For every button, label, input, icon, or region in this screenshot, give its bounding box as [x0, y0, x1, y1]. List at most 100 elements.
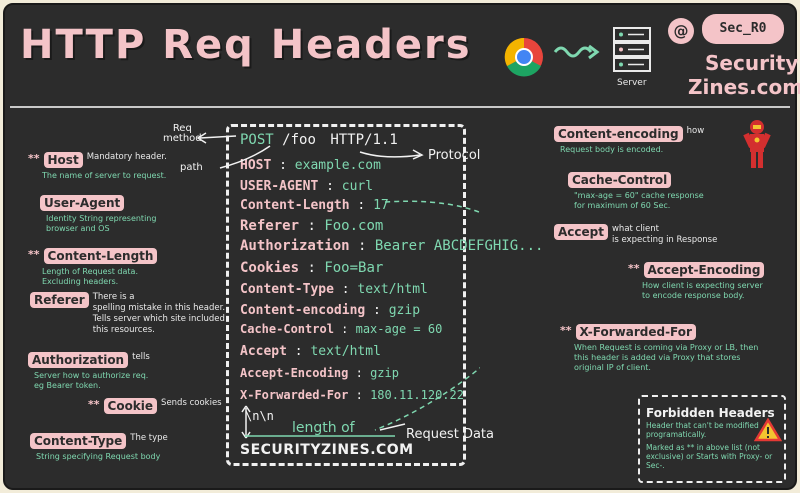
- forbidden-star: **: [88, 398, 100, 411]
- header-separator: :: [286, 344, 311, 359]
- note-description: Identity String representing browser and…: [46, 214, 157, 233]
- brand-line2: Zines.com: [688, 75, 800, 99]
- header-key: Content-encoding: [240, 303, 366, 318]
- note-description: String specifying Request body: [36, 452, 161, 461]
- note-inline-text: There is a spelling mistake in this head…: [92, 292, 226, 335]
- note-description: How client is expecting server to encode…: [642, 281, 763, 300]
- header-value: Bearer ABCDEFGHIG...: [374, 238, 544, 254]
- watermark: SECURITYZINES.COM: [240, 442, 414, 458]
- header-key: Content-Length: [240, 198, 350, 213]
- header-separator: :: [271, 158, 295, 173]
- note-description: The name of server to request.: [42, 171, 167, 180]
- header-line: Accept-Encoding : gzip: [240, 366, 399, 380]
- note-inline-text: Mandatory header.: [86, 152, 167, 162]
- handle-badge: Sec_R0: [702, 14, 784, 44]
- request-method: POST: [240, 132, 274, 148]
- body-label: length of: [292, 420, 355, 436]
- note-item: Cache-Control "max-age = 60" cache respon…: [568, 172, 704, 211]
- header-value: 180.11.120.22: [370, 388, 464, 402]
- brand-line1: Security: [705, 51, 799, 75]
- forbidden-title: Forbidden Headers: [646, 406, 775, 420]
- note-description: "max-age = 60" cache response for maximu…: [574, 191, 704, 210]
- note-label: Accept: [554, 224, 608, 240]
- note-description: When Request is coming via Proxy or LB, …: [574, 343, 759, 372]
- header-separator: :: [299, 260, 325, 276]
- forbidden-line2: Marked as ** in above list (not exclusiv…: [646, 443, 773, 470]
- header-separator: :: [318, 179, 342, 194]
- header-value: example.com: [294, 158, 381, 173]
- header-line: USER-AGENT : curl: [240, 179, 373, 194]
- forbidden-headers-box: [638, 395, 786, 483]
- header-line: HOST : example.com: [240, 158, 381, 173]
- note-label: User-Agent: [40, 195, 125, 211]
- header-line: Content-encoding : gzip: [240, 303, 420, 318]
- note-description: Length of Request data. Excluding header…: [42, 267, 138, 286]
- header-key: Cache-Control: [240, 322, 334, 336]
- newline-marker: \n\n: [245, 409, 274, 423]
- header-separator: :: [333, 322, 356, 336]
- note-label: Content-Type: [30, 433, 127, 449]
- header-key: Accept-Encoding: [240, 366, 349, 380]
- server-icon: [613, 27, 651, 72]
- header-line: Cache-Control : max-age = 60: [240, 322, 442, 336]
- page-title: HTTP Req Headers: [20, 22, 472, 68]
- header-line: Content-Type : text/html: [240, 282, 428, 297]
- header-value: Foo.com: [324, 218, 384, 234]
- forbidden-star: **: [28, 152, 40, 165]
- header-value: text/html: [357, 282, 428, 297]
- header-value: Foo=Bar: [324, 260, 384, 276]
- callout-protocol: Protocol: [428, 148, 481, 163]
- request-line: POST /foo HTTP/1.1: [240, 132, 398, 148]
- header-key: Content-Type: [240, 282, 334, 297]
- note-label: Referer: [30, 292, 89, 308]
- note-label: Cache-Control: [568, 172, 672, 188]
- header-line: X-Forwarded-For : 180.11.120.22: [240, 388, 464, 402]
- forbidden-star: **: [560, 324, 572, 337]
- callout-request-data: Request Data: [406, 427, 494, 442]
- superhero-doodle-icon: [743, 120, 771, 168]
- header-line: Accept : text/html: [240, 344, 381, 359]
- note-description: Server how to authorize req. eg Bearer t…: [34, 371, 149, 390]
- forbidden-star: **: [28, 248, 40, 261]
- header-divider: [10, 106, 790, 108]
- callout-arrows: [196, 132, 480, 439]
- header-separator: :: [348, 366, 371, 380]
- note-inline-text: tells: [132, 352, 150, 362]
- header-key: X-Forwarded-For: [240, 388, 349, 402]
- note-label: Authorization: [28, 352, 129, 368]
- note-inline-text: how: [686, 126, 705, 136]
- at-badge: @: [668, 18, 694, 44]
- header-value: gzip: [388, 303, 421, 318]
- header-value: curl: [341, 179, 374, 194]
- request-path: /foo: [282, 132, 316, 148]
- header-separator: :: [349, 238, 375, 254]
- header-value: gzip: [370, 366, 399, 380]
- note-label: Content-Length: [43, 248, 158, 264]
- note-inline-text: The type: [130, 433, 168, 443]
- note-label: Host: [43, 152, 83, 168]
- header-value: 17: [373, 198, 389, 213]
- header-separator: :: [299, 218, 325, 234]
- header-key: Authorization: [240, 238, 350, 254]
- header-line: Content-Length : 17: [240, 198, 389, 213]
- header-key: Referer: [240, 218, 300, 234]
- chrome-browser-icon: [504, 37, 543, 77]
- header-value: max-age = 60: [355, 322, 443, 336]
- header-separator: :: [349, 198, 374, 213]
- note-label: Cookie: [103, 398, 158, 414]
- note-label: Content-encoding: [554, 126, 683, 142]
- request-box: [226, 124, 466, 466]
- request-protocol: HTTP/1.1: [330, 132, 398, 148]
- header-key: Cookies: [240, 260, 300, 276]
- header-line: Referer : Foo.com: [240, 218, 383, 234]
- note-inline-text: Sends cookies: [161, 398, 222, 408]
